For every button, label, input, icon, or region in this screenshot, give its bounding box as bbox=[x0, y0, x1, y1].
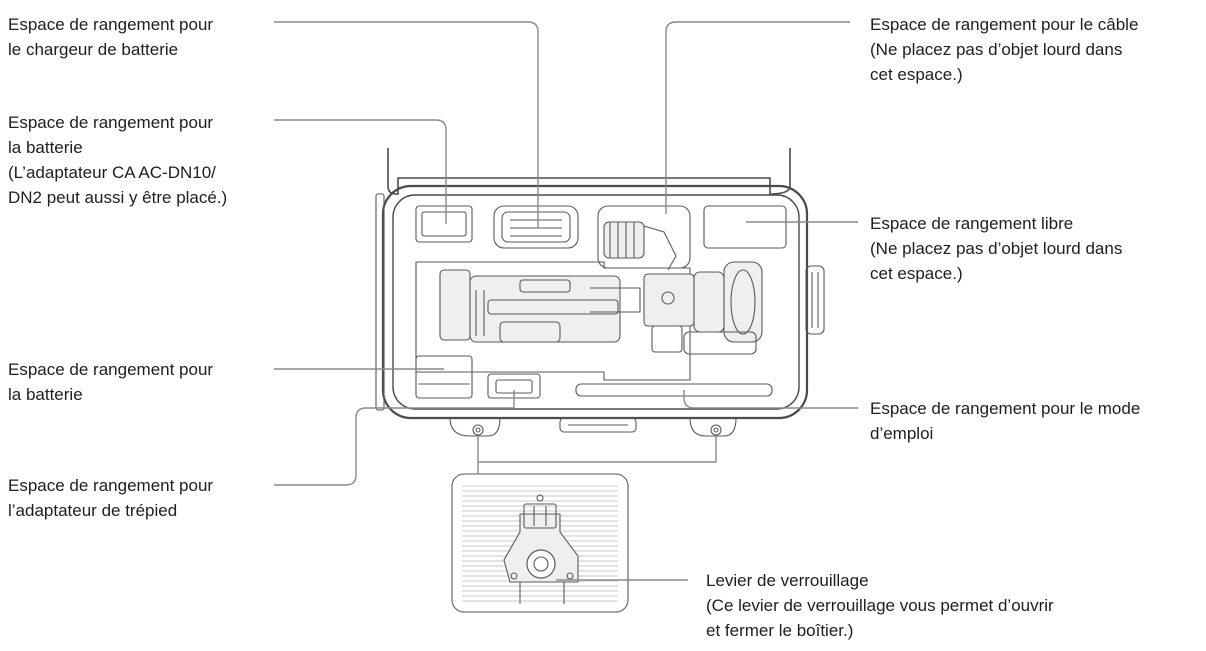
label-line: Espace de rangement pour bbox=[8, 360, 214, 379]
label-charger-space: Espace de rangement pour le chargeur de … bbox=[8, 12, 213, 62]
leader-lines bbox=[274, 21, 858, 581]
compartments bbox=[415, 205, 787, 399]
label-line: (Ce levier de verrouillage vous permet d… bbox=[706, 596, 1054, 615]
label-line: Espace de rangement pour bbox=[8, 476, 214, 495]
label-line: la batterie bbox=[8, 138, 83, 157]
label-line: DN2 peut aussi y être placé.) bbox=[8, 188, 228, 207]
label-line: cet espace.) bbox=[870, 65, 963, 84]
label-manual-space: Espace de rangement pour le mode d’emplo… bbox=[870, 396, 1140, 446]
label-line: (L’adaptateur CA AC-DN10/ bbox=[8, 163, 216, 182]
camcorder bbox=[439, 221, 763, 355]
label-line: Espace de rangement pour bbox=[8, 113, 214, 132]
label-line: (Ne placez pas d’objet lourd dans bbox=[870, 40, 1123, 59]
label-line: (Ne placez pas d’objet lourd dans bbox=[870, 239, 1123, 258]
label-line: et fermer le boîtier.) bbox=[706, 621, 854, 640]
case-lid bbox=[387, 148, 791, 195]
label-line: cet espace.) bbox=[870, 264, 963, 283]
label-line: Espace de rangement libre bbox=[870, 214, 1074, 233]
label-line: Espace de rangement pour le mode bbox=[870, 399, 1141, 418]
label-line: l’adaptateur de trépied bbox=[8, 501, 178, 520]
label-lock-lever: Levier de verrouillage (Ce levier de ver… bbox=[706, 568, 1054, 643]
label-battery-space-bottom: Espace de rangement pour la batterie bbox=[8, 357, 213, 407]
label-line: le chargeur de batterie bbox=[8, 40, 179, 59]
label-line: Espace de rangement pour le câble bbox=[870, 15, 1139, 34]
label-line: Espace de rangement pour bbox=[8, 15, 214, 34]
label-tripod-adaptor-space: Espace de rangement pour l’adaptateur de… bbox=[8, 473, 213, 523]
label-free-space: Espace de rangement libre (Ne placez pas… bbox=[870, 211, 1122, 286]
label-line: la batterie bbox=[8, 385, 83, 404]
label-line: d’emploi bbox=[870, 424, 934, 443]
label-line: Levier de verrouillage bbox=[706, 571, 869, 590]
case-shell bbox=[375, 184, 825, 437]
lock-lever-detail bbox=[451, 436, 717, 613]
label-battery-space-top: Espace de rangement pour la batterie (L’… bbox=[8, 110, 227, 210]
label-cable-space: Espace de rangement pour le câble (Ne pl… bbox=[870, 12, 1138, 87]
